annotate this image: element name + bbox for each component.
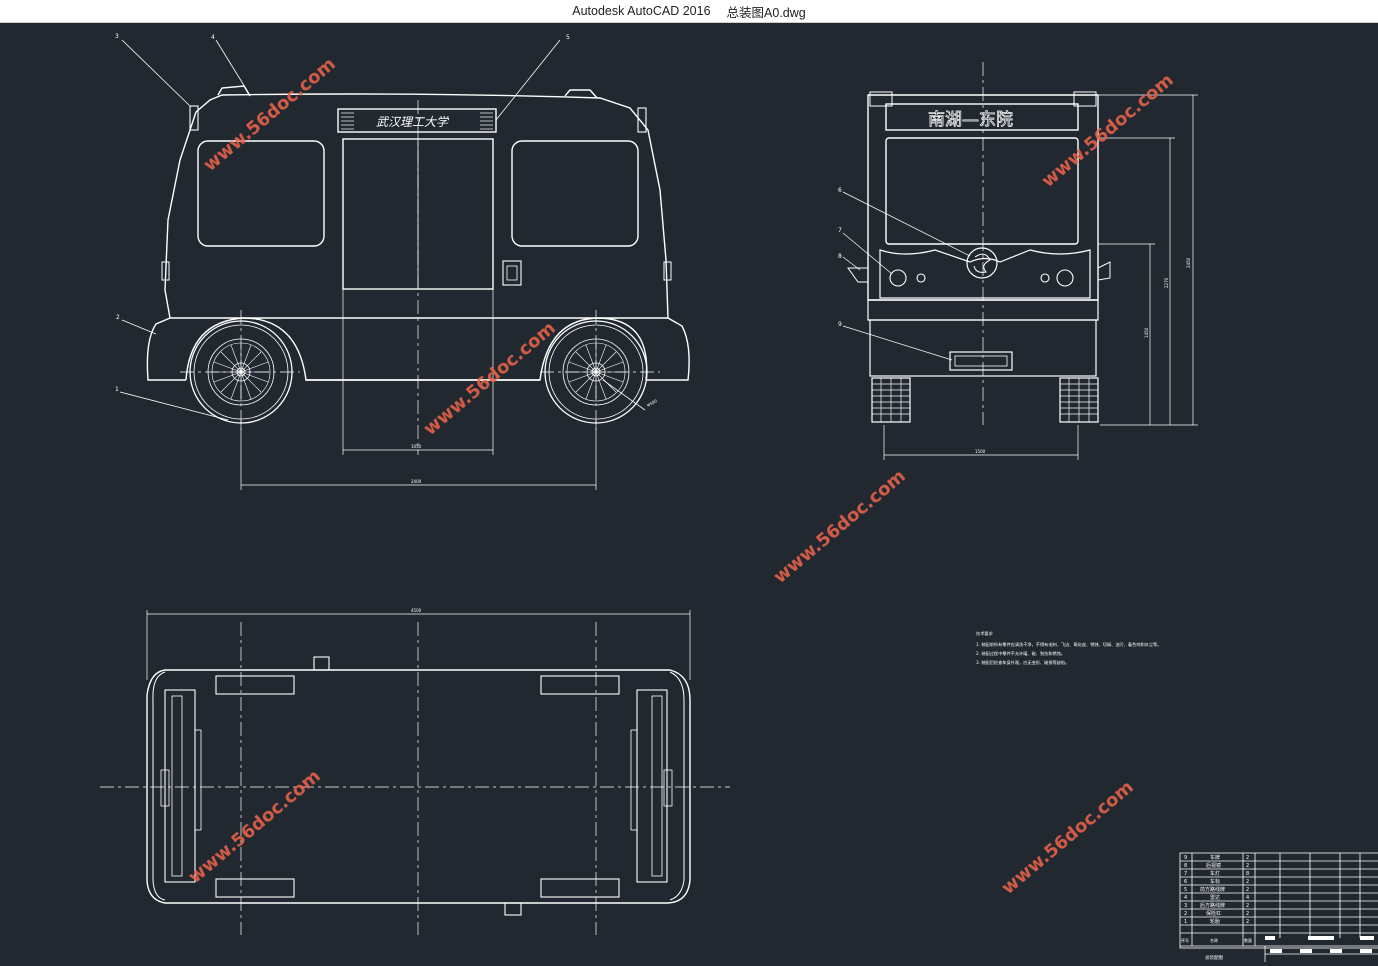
parts-row-qty: 2	[1246, 911, 1249, 917]
callout-7: 7	[838, 227, 842, 234]
parts-row-no: 7	[1184, 871, 1187, 877]
file-name: 总装图A0.dwg	[726, 5, 806, 20]
side-banner-text: 武汉理工大学	[376, 115, 450, 129]
parts-row-name: 车标	[1210, 878, 1220, 885]
parts-row-name: 轮胎	[1210, 918, 1220, 925]
side-view-body-outline	[164, 93, 669, 319]
parts-row-no: 9	[1184, 855, 1187, 861]
parts-header-name: 名称	[1210, 937, 1218, 943]
app-title: Autodesk AutoCAD 2016	[572, 4, 711, 18]
technical-notes: 技术要求 1. 装配前所有零件应清洗干净，不得有毛刺、飞边、氧化皮、锈蚀、切屑、…	[976, 630, 1161, 666]
parts-row-name: 后视镜	[1206, 862, 1221, 869]
dim-rear-width: 1500	[975, 449, 986, 454]
watermark: www.56doc.com	[770, 466, 910, 588]
rear-window	[885, 137, 1079, 245]
top-view-body	[146, 669, 691, 904]
callout-5: 5	[566, 34, 570, 41]
drawing-canvas[interactable]: 3 4 5 2 1 1050 2400 Φ580 武汉理工大学	[0, 23, 1378, 962]
rear-license-plate	[949, 351, 1013, 371]
dim-total-length: 4500	[411, 608, 422, 613]
parts-row-qty: 2	[1246, 863, 1249, 869]
callout-2: 2	[116, 314, 120, 321]
parts-header-no: 序号	[1181, 937, 1189, 943]
dim-wheelbase: 2400	[411, 479, 422, 484]
parts-list: 9 车牌 2 8 后视镜 2 7 车灯 8 6 车标 2 5 前方路线牌 2 4…	[1179, 852, 1378, 962]
notes-line-2: 2. 装配过程中零件不允许磕、碰、划伤和锈蚀。	[976, 650, 1065, 657]
callout-6: 6	[838, 187, 842, 194]
parts-header-qty: 数量	[1244, 937, 1252, 943]
parts-row-name: 雷达	[1210, 894, 1220, 901]
parts-row-qty: 2	[1246, 919, 1249, 925]
watermark: www.56doc.com	[185, 766, 325, 888]
notes-line-3: 3. 装配后检查车身外观，应无变形、破损等缺陷。	[976, 659, 1069, 666]
parts-row-no: 3	[1184, 903, 1187, 909]
callout-1: 1	[115, 386, 119, 393]
rear-logo	[966, 247, 998, 279]
notes-line-1: 1. 装配前所有零件应清洗干净，不得有毛刺、飞边、氧化皮、锈蚀、切屑、油污、着色…	[976, 641, 1161, 648]
dim-rear-h2: 1450	[1144, 327, 1149, 338]
parts-row-qty: 8	[1246, 871, 1249, 877]
parts-row-no: 6	[1184, 879, 1187, 885]
dim-wheel-dia: Φ580	[646, 398, 658, 408]
side-view[interactable]	[119, 39, 690, 490]
parts-row-name: 保险杠	[1206, 910, 1221, 917]
callout-9: 9	[838, 321, 842, 328]
parts-row-name: 车牌	[1210, 854, 1220, 861]
parts-row-no: 8	[1184, 863, 1187, 869]
parts-row-name: 前方路线牌	[1200, 886, 1225, 893]
rear-view[interactable]	[842, 62, 1198, 460]
parts-row-qty: 2	[1246, 903, 1249, 909]
watermark: www.56doc.com	[200, 54, 340, 176]
notes-heading: 技术要求	[976, 630, 994, 637]
watermark: www.56doc.com	[998, 777, 1138, 899]
title-bar: Autodesk AutoCAD 2016 总装图A0.dwg	[0, 0, 1378, 23]
parts-row-qty: 2	[1246, 879, 1249, 885]
parts-row-no: 5	[1184, 887, 1187, 893]
dim-rear-h1: 2270	[1164, 277, 1169, 288]
parts-row-qty: 2	[1246, 855, 1249, 861]
parts-row-no: 4	[1184, 895, 1187, 901]
side-window-rear	[511, 140, 639, 247]
parts-row-no: 2	[1184, 911, 1187, 917]
watermark: www.56doc.com	[420, 318, 560, 440]
callout-8: 8	[838, 253, 842, 260]
callout-3: 3	[115, 33, 119, 40]
watermarks: www.56doc.com www.56doc.com www.56doc.co…	[185, 54, 1178, 899]
dim-door-width: 1050	[411, 444, 422, 449]
parts-row-qty: 2	[1246, 887, 1249, 893]
parts-row-no: 1	[1184, 919, 1187, 925]
side-sign-board	[337, 108, 497, 133]
parts-row-name: 后方路线牌	[1200, 902, 1225, 909]
dim-rear-height: 2450	[1186, 257, 1191, 268]
rear-route-board	[885, 103, 1079, 131]
rear-banner-text: 南湖—东院	[928, 110, 1013, 130]
top-view[interactable]	[100, 610, 730, 935]
callout-4: 4	[211, 34, 215, 41]
title-block-name: 总装配图	[1205, 954, 1223, 961]
parts-row-qty: 4	[1246, 895, 1249, 901]
parts-row-name: 车灯	[1210, 870, 1220, 877]
side-window-front	[197, 140, 325, 247]
